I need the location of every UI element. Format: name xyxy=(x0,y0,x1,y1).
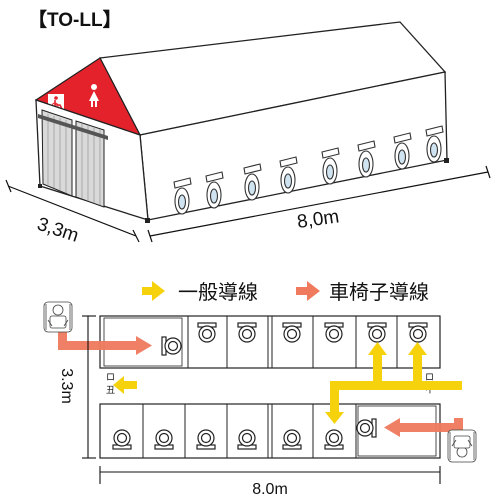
exit-mark-right: ロ xyxy=(425,373,434,383)
female-icon xyxy=(89,84,99,107)
legend: 一般導線 車椅子導線 xyxy=(142,280,429,304)
svg-text:丑: 丑 xyxy=(106,385,115,396)
general-route xyxy=(113,342,462,424)
plan-length-dimension xyxy=(99,466,441,484)
tent-length-dimension xyxy=(147,165,491,243)
tent-length-label: 8,0m xyxy=(296,206,341,233)
legend-general-arrow xyxy=(142,281,165,301)
floor-plan: ロ 丑 ロ イ xyxy=(43,301,477,498)
toilet-icon xyxy=(112,418,377,450)
tent-depth-dimension xyxy=(5,179,140,243)
lower-row xyxy=(99,403,441,459)
wheelchair-user-left xyxy=(43,301,73,333)
exit-mark-left: ロ xyxy=(106,373,115,383)
plan-width-label: 3.3m xyxy=(58,368,75,404)
legend-wheelchair-label: 車椅子導線 xyxy=(329,280,429,304)
door-header-bar xyxy=(38,114,108,140)
diagram-title: 【TO-LL】 xyxy=(28,8,122,31)
tent-door-right xyxy=(75,120,105,208)
side-toilet-icons xyxy=(173,125,444,215)
legend-general-label: 一般導線 xyxy=(178,280,258,304)
toilet-icon xyxy=(161,322,428,356)
plan-length-label: 8.0m xyxy=(252,481,288,498)
svg-text:イ: イ xyxy=(425,386,434,396)
wheelchair-user-right xyxy=(447,429,477,463)
tent-door-left xyxy=(41,109,73,197)
legend-wheelchair-arrow xyxy=(296,281,320,301)
tent-illustration: 3,3m 8,0m xyxy=(5,21,491,247)
upper-row xyxy=(99,315,441,369)
wheelchair-route xyxy=(58,328,463,438)
tent-depth-label: 3,3m xyxy=(34,214,81,247)
plan-width-dimension xyxy=(82,315,96,459)
